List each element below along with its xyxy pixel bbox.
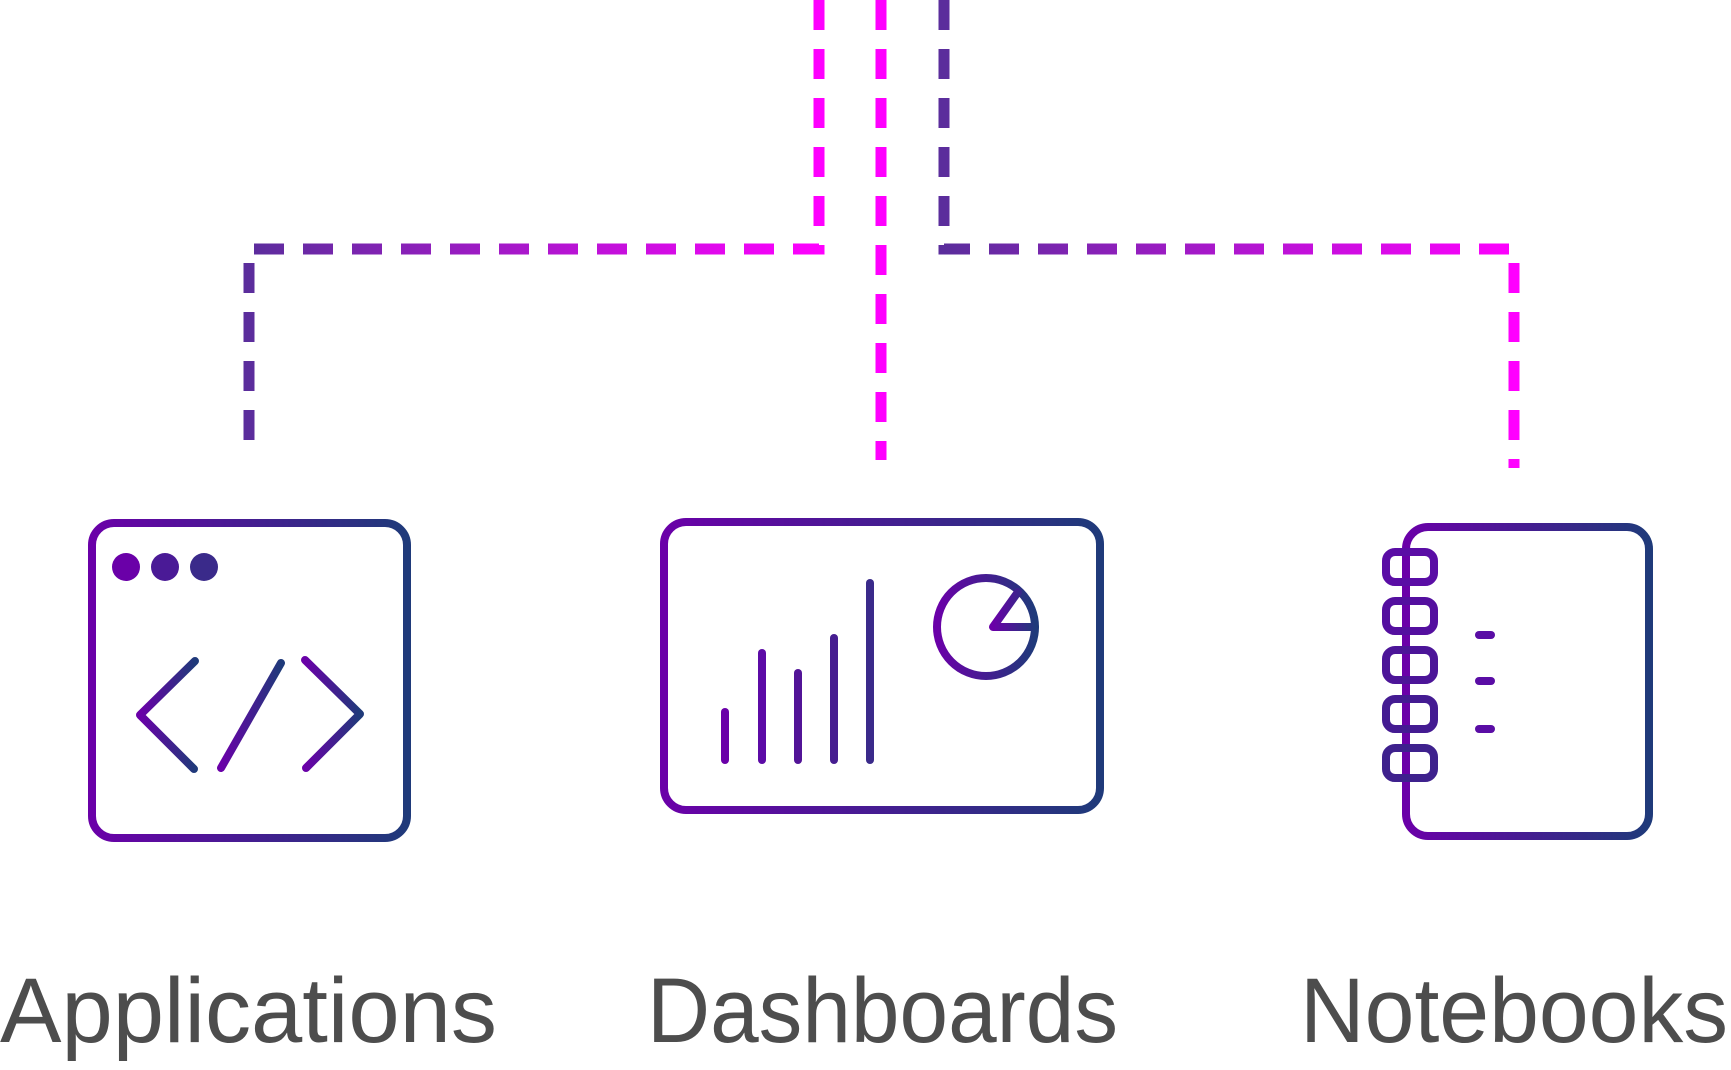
- label-notebooks: Notebooks: [1300, 960, 1728, 1062]
- connector-applications: [243, 0, 825, 455]
- monitor-chart-icon: [660, 518, 1104, 841]
- connectors: [243, 0, 1520, 468]
- browser-code-icon: [88, 519, 411, 842]
- label-dashboards: Dashboards: [647, 960, 1118, 1062]
- label-applications: Applications: [0, 960, 497, 1062]
- connector-notebooks: [938, 0, 1520, 468]
- spiral-notebook-icon: [1382, 523, 1653, 840]
